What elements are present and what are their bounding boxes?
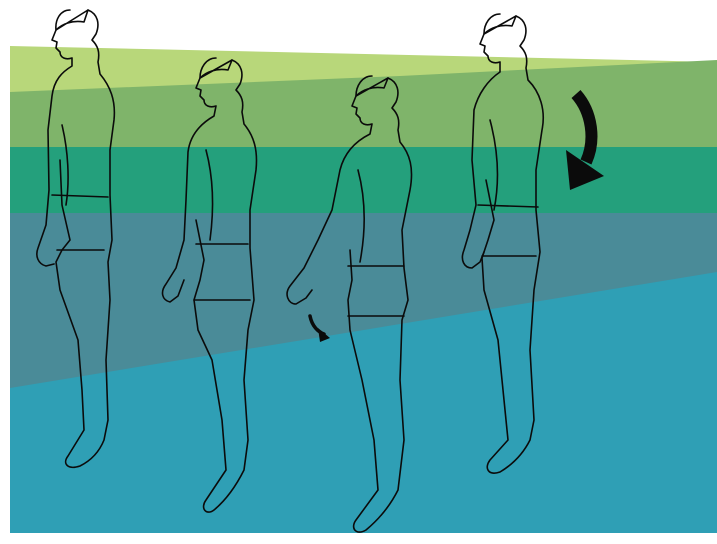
- background-bands: [10, 46, 717, 533]
